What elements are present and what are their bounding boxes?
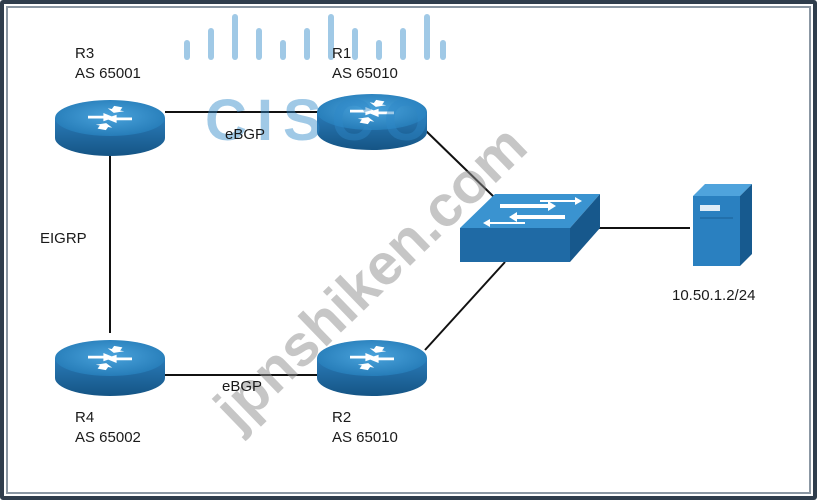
link-r4-r2-label: eBGP	[222, 378, 263, 395]
router-r4-name: R4	[75, 409, 95, 426]
router-r1-icon	[317, 94, 427, 150]
router-r4-icon	[55, 340, 165, 396]
cisco-logo-watermark: CISCO	[184, 14, 446, 153]
link-r1-switch	[424, 129, 496, 199]
switch-icon	[460, 194, 600, 262]
server-icon	[693, 184, 752, 266]
link-r3-r1-label: eBGP	[225, 126, 266, 143]
router-r3-name: R3	[75, 45, 95, 62]
server-ip-label: 10.50.1.2/24	[672, 287, 756, 304]
router-r3-as: AS 65001	[75, 65, 141, 82]
router-r2-name: R2	[332, 409, 352, 426]
router-r1-label: R1 AS 65010	[332, 44, 398, 84]
router-r1-name: R1	[332, 45, 352, 62]
router-r3-icon	[55, 100, 165, 156]
link-r3-r4-label: EIGRP	[40, 230, 87, 247]
link-r2-switch	[424, 261, 506, 351]
router-r2-as: AS 65010	[332, 429, 398, 446]
router-r2-label: R2 AS 65010	[332, 408, 398, 448]
router-r2-icon	[317, 340, 427, 396]
svg-text:CISCO: CISCO	[205, 88, 439, 153]
router-r4-label: R4 AS 65002	[75, 408, 141, 448]
router-r3-label: R3 AS 65001	[75, 44, 141, 84]
router-r4-as: AS 65002	[75, 429, 141, 446]
links	[109, 111, 690, 376]
router-r1-as: AS 65010	[332, 65, 398, 82]
